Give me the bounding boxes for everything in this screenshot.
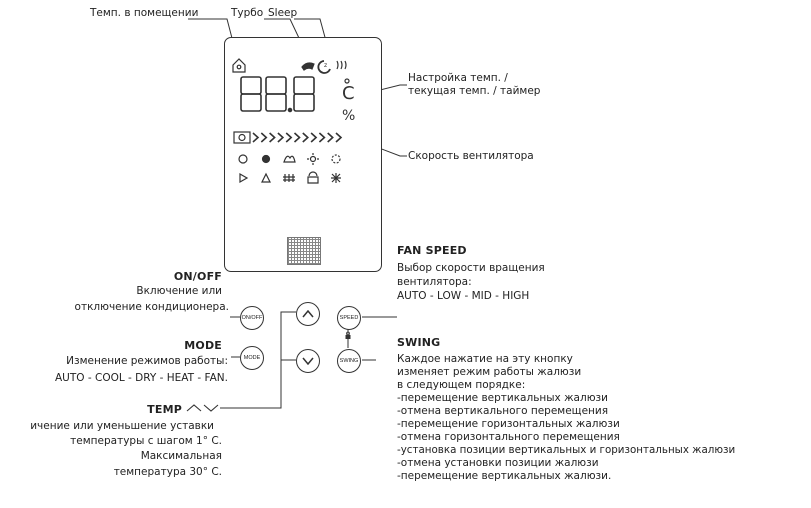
swing-line-9: -отмена установки позиции жалюзи: [397, 457, 599, 469]
temp-line-4: температура 30° С.: [113, 466, 222, 478]
temp-updown-icon: [186, 404, 219, 412]
callout-fan-speed: Скорость вентилятора: [408, 150, 534, 162]
swing-line-5: -отмена вертикального перемещения: [397, 405, 609, 417]
heat-sun-icon: [307, 153, 319, 165]
onoff-title: ON/OFF: [173, 270, 222, 283]
onoff-line-2: отключение кондиционера.: [74, 301, 229, 313]
fan-speed-line-2: вентилятора:: [397, 276, 472, 288]
fan-speed-bar: [233, 131, 343, 144]
temp-up-button[interactable]: [296, 302, 320, 326]
swing-button[interactable]: SWING: [337, 349, 361, 373]
swing-line-3: в следующем порядке:: [397, 379, 526, 391]
swing-line-6: -перемещение горизонтальных жалюзи: [397, 418, 620, 430]
controller-panel: [224, 37, 382, 272]
temp-line-1: ичение или уменьшение уставки: [30, 420, 214, 432]
temp-line-2: температуры с шагом 1° С.: [70, 435, 222, 447]
callout-turbo: Турбо: [231, 7, 264, 19]
lcd-display: z C %: [232, 58, 355, 184]
temp-line-3: Максимальная: [140, 450, 222, 462]
callout-room-temp: Темп. в помещении: [90, 7, 199, 19]
callout-sleep: Sleep: [268, 7, 298, 19]
mode-line-1: Изменение режимов работы:: [66, 355, 228, 367]
fan-speed-line-1: Выбор скорости вращения: [397, 262, 545, 274]
speaker-grill: [287, 237, 321, 265]
swing-line-1: Каждое нажатие на эту кнопку: [397, 353, 573, 365]
chevron-up-icon: [302, 310, 314, 318]
leader-room-temp: [188, 18, 234, 43]
swing-line-10: -перемещение вертикальных жалюзи.: [397, 470, 612, 482]
auto-icon: [238, 154, 248, 164]
callout-temp-setting-1: Настройка темп. /: [408, 72, 508, 84]
mode-title: MODE: [184, 339, 222, 352]
unit-pct-glyph: %: [342, 108, 355, 124]
swing-title: SWING: [397, 336, 441, 349]
onoff-button[interactable]: ON/OFF: [240, 306, 264, 330]
temp-title: TEMP: [147, 403, 182, 416]
fan-speed-title: FAN SPEED: [397, 244, 467, 257]
mode-button[interactable]: MODE: [240, 346, 264, 370]
turbo-icon: [301, 62, 315, 71]
speed-button[interactable]: SPEED: [337, 306, 361, 330]
cool-icon: [261, 154, 271, 164]
chevron-down-icon: [302, 357, 314, 365]
svg-text:z: z: [324, 62, 327, 69]
seven-seg-digits: [240, 76, 315, 113]
temp-down-button[interactable]: [296, 349, 320, 373]
play-icon: [239, 172, 249, 184]
callout-temp-setting-2: текущая темп. / таймер: [408, 85, 541, 97]
onoff-line-1: Включение или: [136, 285, 222, 297]
mode-icons-row1: [238, 153, 341, 165]
sleep-icon: z: [317, 60, 331, 74]
swing-line-4: -перемещение вертикальных жалюзи: [397, 392, 608, 404]
mode-icons-row2: [239, 171, 341, 184]
dry-icon: [283, 155, 296, 163]
swing-line-8: -установка позиции вертикальных и горизо…: [397, 444, 736, 456]
lock-icon: [307, 171, 319, 184]
unit-c-glyph: C: [342, 83, 355, 104]
grid-icon: [283, 174, 295, 182]
snow-icon: [331, 173, 341, 183]
fan-speed-line-3: AUTO - LOW - MID - HIGH: [397, 290, 530, 302]
heat-icon: [336, 60, 347, 70]
triangle-icon: [261, 172, 271, 183]
swing-line-2: изменяет режим работы жалюзи: [397, 366, 582, 378]
lock-glyph: [345, 331, 351, 339]
mode-line-2: AUTO - COOL - DRY - HEAT - FAN.: [55, 372, 228, 384]
swing-line-7: -отмена горизонтального перемещения: [397, 431, 620, 443]
home-icon: [232, 58, 246, 73]
fan-icon: [331, 154, 341, 164]
